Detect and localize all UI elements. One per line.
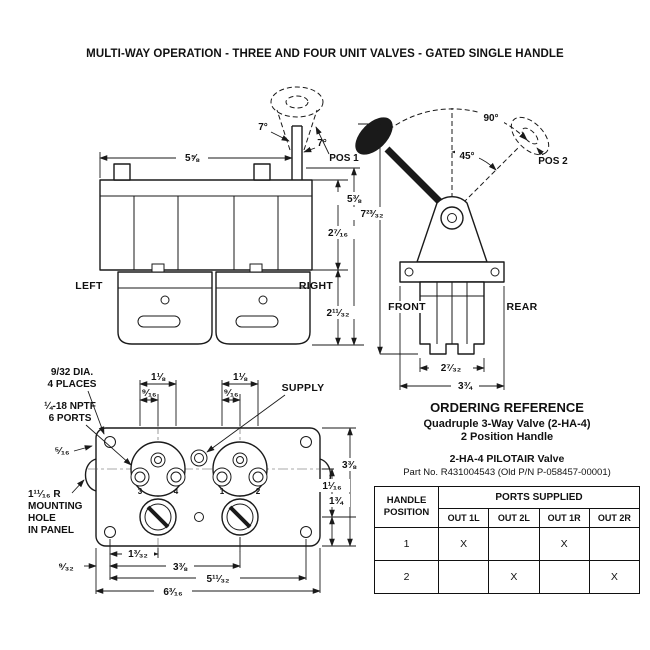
port-number: 3 [138, 487, 143, 496]
port-number: 4 [174, 487, 179, 496]
left-side-label: LEFT [75, 280, 103, 292]
dim-bottom-3: 3⅜ [173, 562, 188, 573]
mount-note-line4: IN PANEL [28, 525, 74, 536]
dim-front-height-total: 7²³⁄₃₂ [361, 209, 384, 220]
angle-7-right: 7° [317, 138, 327, 149]
ordering-subtitle-1: Quadruple 3-Way Valve (2-HA-4) [423, 418, 591, 430]
hole-note-line1: 9/32 DIA. [51, 367, 93, 378]
port-number: 2 [256, 487, 261, 496]
mount-note-line1: 1¹¹⁄₁₆ R [28, 489, 61, 500]
handle-position-header: HANDLE POSITION [374, 486, 439, 529]
row1-out1l: X [437, 527, 490, 562]
angle-7-left: 7° [258, 122, 268, 133]
ordering-heading: ORDERING REFERENCE [430, 400, 584, 415]
pos-1-label: POS 1 [329, 153, 359, 164]
port-number: 1 [220, 487, 225, 496]
angle-90: 90° [483, 113, 498, 124]
port-note-line1: ¼-18 NPTF [44, 401, 96, 412]
row1-out2r [588, 527, 641, 562]
handle-knob-dashed-outline [270, 86, 324, 151]
column-out-1r: OUT 1R [538, 508, 590, 529]
pos-2-label: POS 2 [538, 156, 568, 167]
mount-note-line3: HOLE [28, 513, 56, 524]
rear-label: REAR [507, 301, 538, 313]
front-label: FRONT [388, 301, 426, 313]
part-number: Part No. R431004543 (Old P/N P-058457-00… [403, 467, 611, 479]
dim-block-height: 2¹¹⁄₃₂ [327, 308, 350, 319]
dim-port-spacing-right: 1⅛ [233, 372, 248, 383]
dim-offset-right: ⁹⁄₁₆ [223, 388, 238, 399]
dim-row-lower: 1¾ [329, 496, 344, 507]
row2-out2l: X [488, 560, 540, 595]
table-row: 2 X X [374, 560, 641, 595]
column-out-2r: OUT 2R [588, 508, 641, 529]
dim-body-height: 2⁷⁄₁₆ [328, 228, 348, 239]
handle-knob-solid [355, 117, 393, 155]
handle-header-line2: POSITION [383, 507, 430, 519]
dim-height-total: 5⅜ [347, 194, 362, 205]
row2-position: 2 [374, 560, 439, 595]
ports-supplied-table: HANDLE POSITION PORTS SUPPLIED OUT 1L OU… [374, 486, 641, 595]
port-note-line2: 6 PORTS [49, 413, 92, 424]
ports-supplied-header: PORTS SUPPLIED [438, 486, 640, 510]
dim-top-width: 5⅝ [185, 153, 200, 164]
hole-note-line2: 4 PLACES [48, 379, 97, 390]
dim-bottom-1: 1³⁄₃₂ [128, 549, 148, 560]
dim-row-spacing: 1¹⁄₁₆ [322, 481, 341, 492]
ordering-reference-block: ORDERING REFERENCE Quadruple 3-Way Valve… [374, 400, 641, 595]
dim-base-width: 3¾ [458, 381, 473, 392]
dim-offset-left: ⁹⁄₁₆ [141, 388, 156, 399]
angle-45: 45° [459, 151, 474, 162]
supply-label: SUPPLY [282, 382, 325, 394]
dim-edge-offset: ⁵⁄₁₆ [54, 446, 69, 457]
front-view-drawing: 90° 45° POS 2 7²³⁄₃₂ FRONT REAR 2⁷⁄₃₂ 3¾ [352, 108, 568, 392]
table-row: 1 X X [374, 527, 641, 562]
dim-bottomview-height: 3⅜ [342, 460, 357, 471]
row1-position: 1 [374, 527, 439, 562]
dim-bottom-4: 5¹¹⁄₃₂ [207, 574, 230, 585]
row2-out1l [437, 560, 490, 595]
column-out-2l: OUT 2L [488, 508, 540, 529]
mount-note-line2: MOUNTING [28, 501, 83, 512]
drawing-title: MULTI-WAY OPERATION - THREE AND FOUR UNI… [86, 48, 564, 60]
dim-bottom-5: 6³⁄₁₆ [163, 587, 182, 598]
row1-out2l [488, 527, 540, 562]
ordering-subtitle-2: 2 Position Handle [460, 431, 554, 444]
bottom-view-drawing: 3 4 1 2 [28, 367, 364, 598]
row2-out2r: X [588, 560, 641, 595]
dim-body-width: 2⁷⁄₃₂ [441, 363, 461, 374]
row2-out1r [538, 560, 590, 595]
column-out-1l: OUT 1L [437, 508, 490, 529]
handle-header-line1: HANDLE [386, 495, 427, 507]
side-view-drawing: 5⅝ 7° 7° POS 1 5⅜ 2⁷⁄₁₆ 2¹¹⁄₃₂ LEFT RIGH… [75, 86, 371, 346]
dim-bottom-2: ⁹⁄₃₂ [58, 562, 73, 573]
product-name: 2-HA-4 PILOTAIR Valve [449, 453, 565, 466]
dim-port-spacing-left: 1⅛ [151, 372, 166, 383]
right-side-label: RIGHT [299, 280, 333, 292]
row1-out1r: X [538, 527, 590, 562]
